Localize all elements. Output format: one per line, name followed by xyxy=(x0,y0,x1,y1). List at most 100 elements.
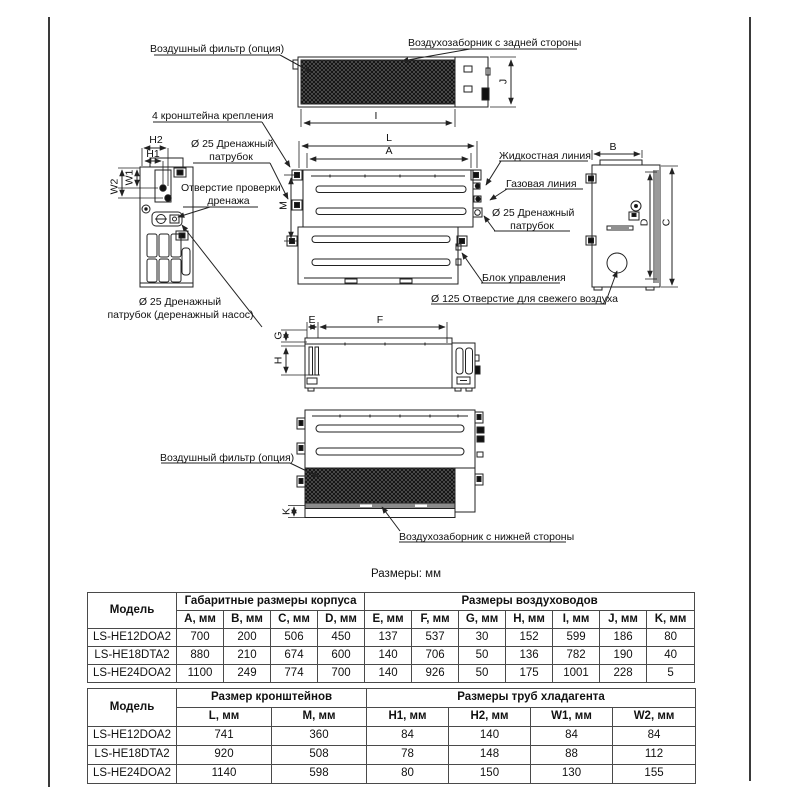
col-header: H2, мм xyxy=(448,707,531,727)
table-row: LS-HE18DTA2 920 508 78 148 88 112 xyxy=(87,745,697,765)
label-drain-pipe-line1: Ø 25 Дренажный xyxy=(191,138,274,150)
value-cell: 700 xyxy=(176,628,224,647)
label-control-box: Блок управления xyxy=(482,272,566,284)
value-cell: 228 xyxy=(599,664,648,683)
end-view xyxy=(118,145,194,288)
col-header: H, мм xyxy=(505,610,554,629)
label-drain-pump-line2: патрубок (деренажный насос) xyxy=(107,309,254,321)
value-cell: 360 xyxy=(271,726,367,746)
col-header: C, мм xyxy=(270,610,318,629)
front-view xyxy=(284,141,483,285)
table-row: LS-HE12DOA2 700 200 506 450 137 537 30 1… xyxy=(87,628,696,647)
label-air-filter-top: Воздушный фильтр (опция) xyxy=(150,43,285,55)
col-header: W2, мм xyxy=(611,707,697,727)
table-row: A, мм B, мм C, мм D, мм E, мм F, мм G, м… xyxy=(88,610,696,629)
col-header: M, мм xyxy=(271,707,367,727)
table-row: LS-HE12DOA2 741 360 84 140 84 84 xyxy=(87,726,697,746)
col-header: W1, мм xyxy=(530,707,613,727)
col-header: K, мм xyxy=(646,610,696,629)
col-header: A, мм xyxy=(176,610,224,629)
value-cell: 210 xyxy=(223,646,271,665)
group-header-duct-sizes: Размеры воздуховодов xyxy=(364,592,696,611)
value-cell: 140 xyxy=(364,664,413,683)
technical-drawing xyxy=(118,48,678,543)
table-row: LS-HE18DTA2 880 210 674 600 140 706 50 1… xyxy=(87,646,696,665)
value-cell: 150 xyxy=(448,764,531,784)
value-cell: 136 xyxy=(505,646,554,665)
duct-view xyxy=(281,322,481,392)
value-cell: 40 xyxy=(646,646,696,665)
dim-K: K xyxy=(280,508,293,516)
dim-B: B xyxy=(609,141,617,153)
dim-C: C xyxy=(660,218,673,227)
dim-W1: W1 xyxy=(123,169,136,186)
group-header-body-sizes: Габаритные размеры корпуса xyxy=(175,592,366,611)
value-cell: 1100 xyxy=(176,664,224,683)
value-cell: 88 xyxy=(530,745,613,765)
page-border-right xyxy=(749,17,751,781)
label-drain-pipe-line2: патрубок xyxy=(209,151,253,163)
value-cell: 152 xyxy=(505,628,554,647)
bottom-view xyxy=(288,409,485,518)
value-cell: 155 xyxy=(611,764,697,784)
value-cell: 5 xyxy=(646,664,696,683)
dimensions-caption: Размеры: мм xyxy=(371,568,441,580)
value-cell: 741 xyxy=(176,726,272,746)
label-underlines xyxy=(153,48,606,543)
label-intake-rear: Воздухозаборник с задней стороны xyxy=(408,37,582,49)
col-model-header: Модель xyxy=(87,592,177,629)
value-cell: 130 xyxy=(530,764,613,784)
page-border-left xyxy=(48,17,50,787)
col-header: H1, мм xyxy=(366,707,449,727)
label-fresh-air-hole: Ø 125 Отверстие для свежего воздуха xyxy=(431,293,618,305)
value-cell: 190 xyxy=(599,646,648,665)
value-cell: 80 xyxy=(366,764,449,784)
value-cell: 926 xyxy=(411,664,460,683)
value-cell: 1001 xyxy=(552,664,601,683)
dim-E: E xyxy=(308,314,316,326)
col-header: G, мм xyxy=(458,610,507,629)
dim-H: H xyxy=(272,356,285,365)
leader-lines xyxy=(177,48,618,532)
value-cell: 84 xyxy=(366,726,449,746)
value-cell: 140 xyxy=(448,726,531,746)
label-air-filter-bottom: Воздушный фильтр (опция) xyxy=(160,452,295,464)
dim-G: G xyxy=(272,331,285,340)
value-cell: 80 xyxy=(646,628,696,647)
col-header: B, мм xyxy=(223,610,271,629)
value-cell: 537 xyxy=(411,628,460,647)
value-cell: 84 xyxy=(530,726,613,746)
value-cell: 782 xyxy=(552,646,601,665)
value-cell: 450 xyxy=(316,628,366,647)
label-drain-right-line1: Ø 25 Дренажный xyxy=(492,207,575,219)
model-cell: LS-HE12DOA2 xyxy=(87,628,177,647)
dimensions-table-2: Модель Размер кронштейнов Размеры труб х… xyxy=(87,688,697,784)
value-cell: 700 xyxy=(316,664,366,683)
table-row: L, мм M, мм H1, мм H2, мм W1, мм W2, мм xyxy=(88,707,697,727)
value-cell: 674 xyxy=(270,646,318,665)
value-cell: 880 xyxy=(176,646,224,665)
label-mount-brackets: 4 кронштейна крепления xyxy=(152,110,274,122)
model-cell: LS-HE24DOA2 xyxy=(87,764,177,784)
dim-M: M xyxy=(277,201,290,210)
col-header: F, мм xyxy=(411,610,460,629)
dim-H1: H1 xyxy=(146,148,160,160)
col-model-header: Модель xyxy=(87,688,177,727)
model-cell: LS-HE18DTA2 xyxy=(87,646,177,665)
label-intake-bottom: Воздухозаборник с нижней стороны xyxy=(399,531,575,543)
label-gas-line: Газовая линия xyxy=(506,178,577,190)
dim-F: F xyxy=(376,314,384,326)
value-cell: 200 xyxy=(223,628,271,647)
value-cell: 148 xyxy=(448,745,531,765)
value-cell: 140 xyxy=(364,646,413,665)
value-cell: 78 xyxy=(366,745,449,765)
value-cell: 186 xyxy=(599,628,648,647)
dim-L: L xyxy=(386,132,392,144)
value-cell: 1140 xyxy=(176,764,272,784)
value-cell: 249 xyxy=(223,664,271,683)
label-drain-check-line1: Отверстие проверки xyxy=(181,182,281,194)
label-drain-right-line2: патрубок xyxy=(510,220,554,232)
value-cell: 600 xyxy=(316,646,366,665)
value-cell: 175 xyxy=(505,664,554,683)
